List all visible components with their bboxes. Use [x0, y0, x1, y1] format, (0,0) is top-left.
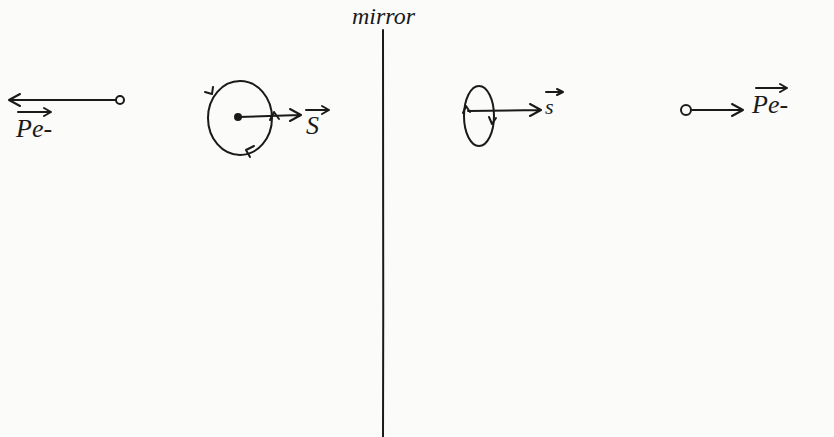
spin-arrow: [238, 109, 301, 121]
spin-label: S: [306, 113, 319, 139]
vector-mark: [18, 108, 51, 116]
momentum-label: Pe-: [16, 116, 52, 142]
momentum-arrow: [9, 94, 116, 106]
rotation-arrow: [489, 117, 496, 124]
spin-label: s: [545, 96, 554, 118]
electron: [116, 96, 124, 104]
vector-mark: [546, 89, 563, 95]
rotation-arrow: [205, 87, 213, 94]
spin-arrow: [468, 104, 541, 116]
mirror-line: [382, 30, 385, 437]
spin-circle: [464, 86, 494, 146]
electron: [681, 105, 691, 115]
momentum-label: Pe-: [752, 92, 788, 118]
mirror-label: mirror: [352, 4, 415, 28]
rotation-arrow: [246, 146, 254, 157]
momentum-arrow: [691, 104, 743, 116]
vector-mark: [756, 84, 787, 92]
spin-circle: [208, 81, 272, 155]
